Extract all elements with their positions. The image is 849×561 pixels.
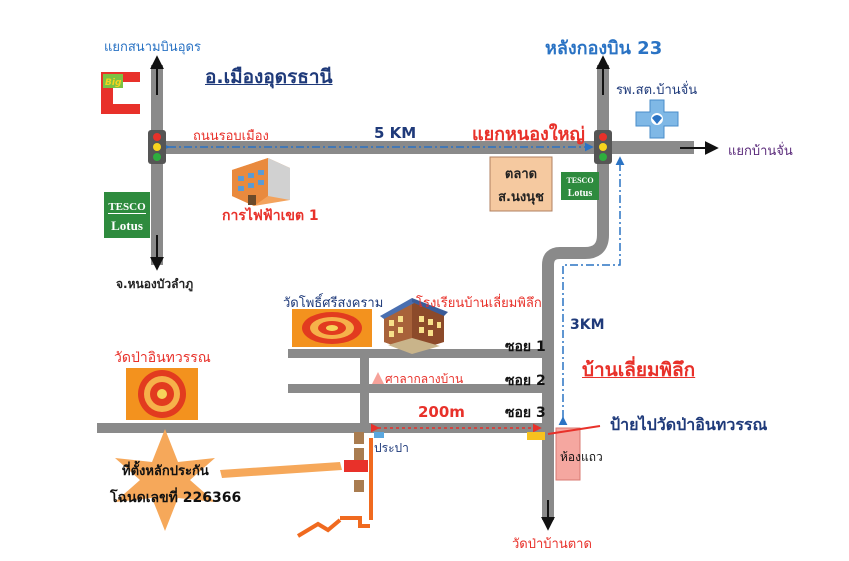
distance-5km-label: 5 KM — [374, 124, 417, 142]
market-box — [489, 156, 553, 212]
right-junction-label: แยกบ้านจั่น — [728, 144, 793, 159]
market-label-line2: ส.นงนุช — [498, 190, 544, 205]
east-road — [609, 141, 694, 154]
nongyai-junction-label: แยกหนองใหญ่ — [472, 124, 585, 145]
soi-3-label: ซอย 3 — [505, 405, 546, 421]
tesco-left-word2: Lotus — [111, 218, 143, 233]
school-icon — [380, 298, 448, 354]
collateral-label-line2: โฉนดเลขที่ 226366 — [110, 490, 242, 506]
tesco-lotus-right-logo: TESCO Lotus — [561, 172, 599, 200]
collateral-plot — [344, 460, 368, 472]
village-label: บ้านเลี่ยมพิลึก — [582, 359, 696, 381]
cross-road — [360, 358, 369, 423]
bottom-left-road-label: จ.หนองบัวลำภู — [116, 277, 194, 291]
hospital-icon — [635, 99, 679, 139]
top-left-junction-label: แยกสนามบินอุดร — [104, 40, 201, 55]
temple-phosri-icon — [292, 309, 372, 347]
left-vertical-road — [151, 65, 163, 265]
collateral-label-line1: ที่ตั้งหลักประกัน — [122, 464, 209, 479]
school-label: โรงเรียนบ้านเลี่ยมพิลึก — [416, 296, 542, 311]
tesco-left-word1: TESCO — [108, 201, 146, 213]
tesco-right-word2: Lotus — [568, 188, 593, 199]
traffic-light-right-icon — [594, 130, 612, 164]
soi-2-label: ซอย 2 — [505, 373, 546, 389]
row-house-box — [555, 427, 581, 481]
tesco-lotus-left-logo: TESCO Lotus — [104, 192, 150, 238]
row-house-label: ห้องแถว — [560, 450, 603, 464]
district-title: อ.เมืองอุดรธานี — [205, 66, 333, 88]
collateral-star — [115, 429, 215, 531]
soi-2-road — [288, 384, 543, 393]
temple-phosri-label: วัดโพธิ์ศรีสงคราม — [283, 296, 384, 311]
top-right-junction-label: หลังกองบิน 23 — [545, 38, 663, 59]
soi-1-label: ซอย 1 — [505, 339, 546, 355]
temple-sign-marker — [527, 432, 545, 440]
collateral-pointer — [220, 462, 342, 478]
temple-pa-intawan-label: วัดป่าอินทวรรณ — [114, 350, 211, 366]
tesco-right-word1: TESCO — [566, 176, 593, 185]
electricity-label: การไฟฟ้าเขต 1 — [222, 208, 319, 224]
distance-200m-label: 200m — [418, 403, 465, 421]
distance-3km-line — [558, 156, 625, 426]
collateral-route-branch2 — [296, 518, 342, 538]
sala-icon — [372, 372, 384, 384]
road-arrows — [150, 55, 719, 531]
temple-sign-pointer — [547, 425, 601, 435]
bottom-temple-label: วัดป่าบ้านตาด — [512, 537, 592, 552]
distance-3km-label: 3KM — [570, 317, 605, 333]
temple-sign-label: ป้ายไปวัดป่าอินทวรรณ — [610, 415, 768, 434]
market-label-line1: ตลาด — [504, 167, 538, 182]
water-label: ประปา — [374, 441, 409, 455]
collateral-route-branch — [340, 516, 370, 528]
building-icon — [232, 158, 290, 206]
traffic-light-left-icon — [148, 130, 166, 164]
bigc-logo-text: Big — [105, 78, 122, 88]
bigc-logo: Big — [101, 72, 140, 114]
hospital-label: รพ.สต.บ้านจั่น — [616, 83, 698, 98]
ring-road-label: ถนนรอบเมือง — [193, 129, 269, 144]
soi-1-road — [288, 349, 543, 358]
sala-label: ศาลากลางบ้าน — [385, 372, 464, 386]
soi-3-road — [97, 423, 543, 433]
water-marker — [374, 432, 384, 438]
house-icons — [354, 432, 364, 492]
temple-pa-intawan-icon — [126, 368, 198, 420]
